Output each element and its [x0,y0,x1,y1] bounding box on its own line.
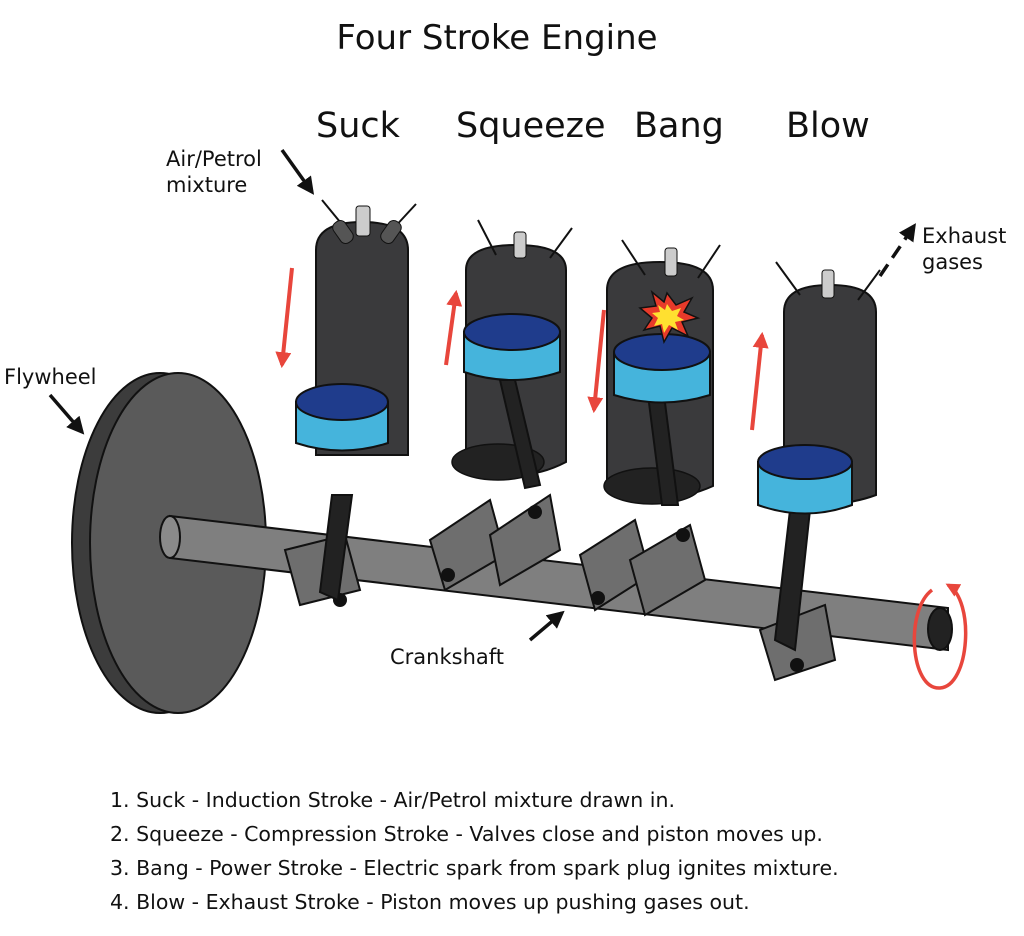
crankshaft [159,493,968,690]
piston-down-arrow-icon [587,309,606,414]
stroke-label-squeeze: Squeeze [456,106,606,146]
exhaust-label-line: gases [922,250,984,274]
piston-up-arrow-icon [750,331,769,431]
exhaust-label: Exhaust gases [922,223,1006,275]
crankshaft-label: Crankshaft [390,645,505,669]
piston-up-arrow-icon [444,289,463,366]
stroke-label-blow: Blow [786,106,870,146]
legend-item: 3. Bang - Power Stroke - Electric spark … [110,856,839,880]
stroke-legend: 1. Suck - Induction Stroke - Air/Petrol … [110,783,839,919]
legend-item: 2. Squeeze - Compression Stroke - Valves… [110,822,823,846]
cylinder-blow [750,261,881,652]
crank-web [488,493,562,587]
rotation-arrow-icon [912,583,968,690]
air-petrol-label: Air/Petrol mixture [166,146,262,198]
flywheel-label: Flywheel [4,365,97,389]
cylinder-squeeze [444,219,573,490]
legend-item: 4. Blow - Exhaust Stroke - Piston moves … [110,890,750,914]
cylinder-suck [275,199,417,602]
exhaust-label-line: Exhaust [922,224,1007,248]
exhaust-pointer-arrow-icon [878,223,916,277]
air-petrol-label-line: Air/Petrol [166,147,262,171]
stroke-label-suck: Suck [316,106,400,146]
legend-item: 1. Suck - Induction Stroke - Air/Petrol … [110,788,675,812]
piston-down-arrow-icon [275,267,294,369]
air-petrol-pointer-arrow-icon [280,148,315,195]
flywheel-pointer-arrow-icon [48,393,85,435]
stroke-label-bang: Bang [634,106,724,146]
crankshaft-pointer-arrow-icon [528,610,565,642]
air-petrol-label-line: mixture [166,173,248,197]
crank-web [628,523,707,617]
diagram-title: Four Stroke Engine [336,18,658,58]
cylinder-bang [587,239,721,506]
